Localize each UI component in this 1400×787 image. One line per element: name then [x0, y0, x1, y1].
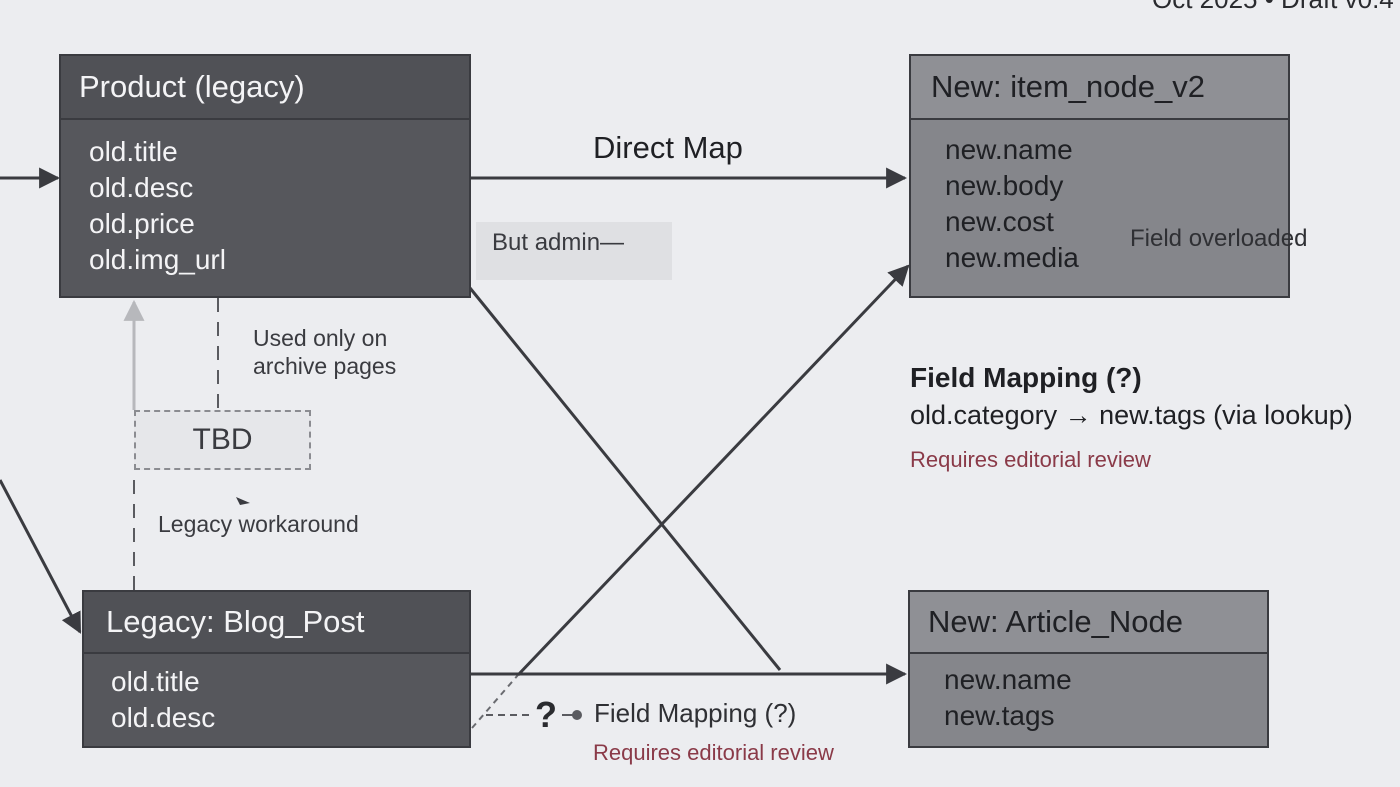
but-admin-note	[476, 222, 672, 280]
entity-article-node: New: Article_Node new.name new.tags	[908, 590, 1269, 748]
workaround-pointer	[236, 497, 250, 505]
tbd-box: TBD	[134, 410, 311, 470]
but-admin-label: But admin—	[492, 229, 625, 256]
tbd-label: TBD	[192, 423, 253, 456]
field-row: old.title	[89, 136, 178, 167]
entity-legacy-blog-post: Legacy: Blog_Post old.title old.desc	[82, 590, 471, 748]
entity-title: Legacy: Blog_Post	[84, 592, 469, 654]
product-to-article-line	[468, 287, 782, 671]
field-row: old.img_url	[89, 244, 226, 275]
field-row: new.name	[944, 664, 1072, 695]
used-only-label-line1: Used only on	[253, 325, 388, 351]
field-row: new.cost	[945, 206, 1054, 237]
direct-map-label: Direct Map	[593, 130, 743, 165]
incoming-arrow-blog	[0, 479, 82, 634]
field-row: new.body	[945, 170, 1064, 201]
field-mapping-rule: old.category → new.tags (via lookup)	[910, 400, 1353, 430]
field-row: new.media	[945, 242, 1079, 273]
entity-item-node-v2: New: item_node_v2 new.name new.body new.…	[909, 54, 1290, 298]
entity-title: New: item_node_v2	[911, 56, 1288, 120]
legacy-workaround-label: Legacy workaround	[158, 511, 359, 537]
field-row: new.name	[945, 134, 1073, 165]
entity-product-legacy: Product (legacy) old.title old.desc old.…	[59, 54, 471, 298]
bottom-field-mapping-note: Requires editorial review	[593, 740, 834, 765]
field-overloaded-label: Field overloaded	[1130, 225, 1308, 252]
blog-to-item-dashed	[471, 674, 519, 729]
blog-to-item-arrow	[516, 264, 910, 677]
field-row: old.desc	[89, 172, 194, 203]
header-meta: Oct 2025 • Draft v0.4	[1152, 0, 1394, 15]
field-row: new.tags	[944, 700, 1055, 731]
used-only-label-line2: archive pages	[253, 353, 397, 379]
bottom-field-mapping: Field Mapping (?)	[594, 698, 797, 728]
field-row: old.desc	[111, 702, 216, 733]
entity-title: New: Article_Node	[910, 592, 1267, 654]
field-row: old.title	[111, 666, 200, 697]
question-connector-dot	[572, 710, 582, 720]
question-mark: ?	[535, 694, 557, 735]
field-row: old.price	[89, 208, 195, 239]
field-mapping-heading: Field Mapping (?)	[910, 362, 1142, 393]
field-mapping-note: Requires editorial review	[910, 447, 1151, 472]
entity-title: Product (legacy)	[61, 56, 469, 120]
